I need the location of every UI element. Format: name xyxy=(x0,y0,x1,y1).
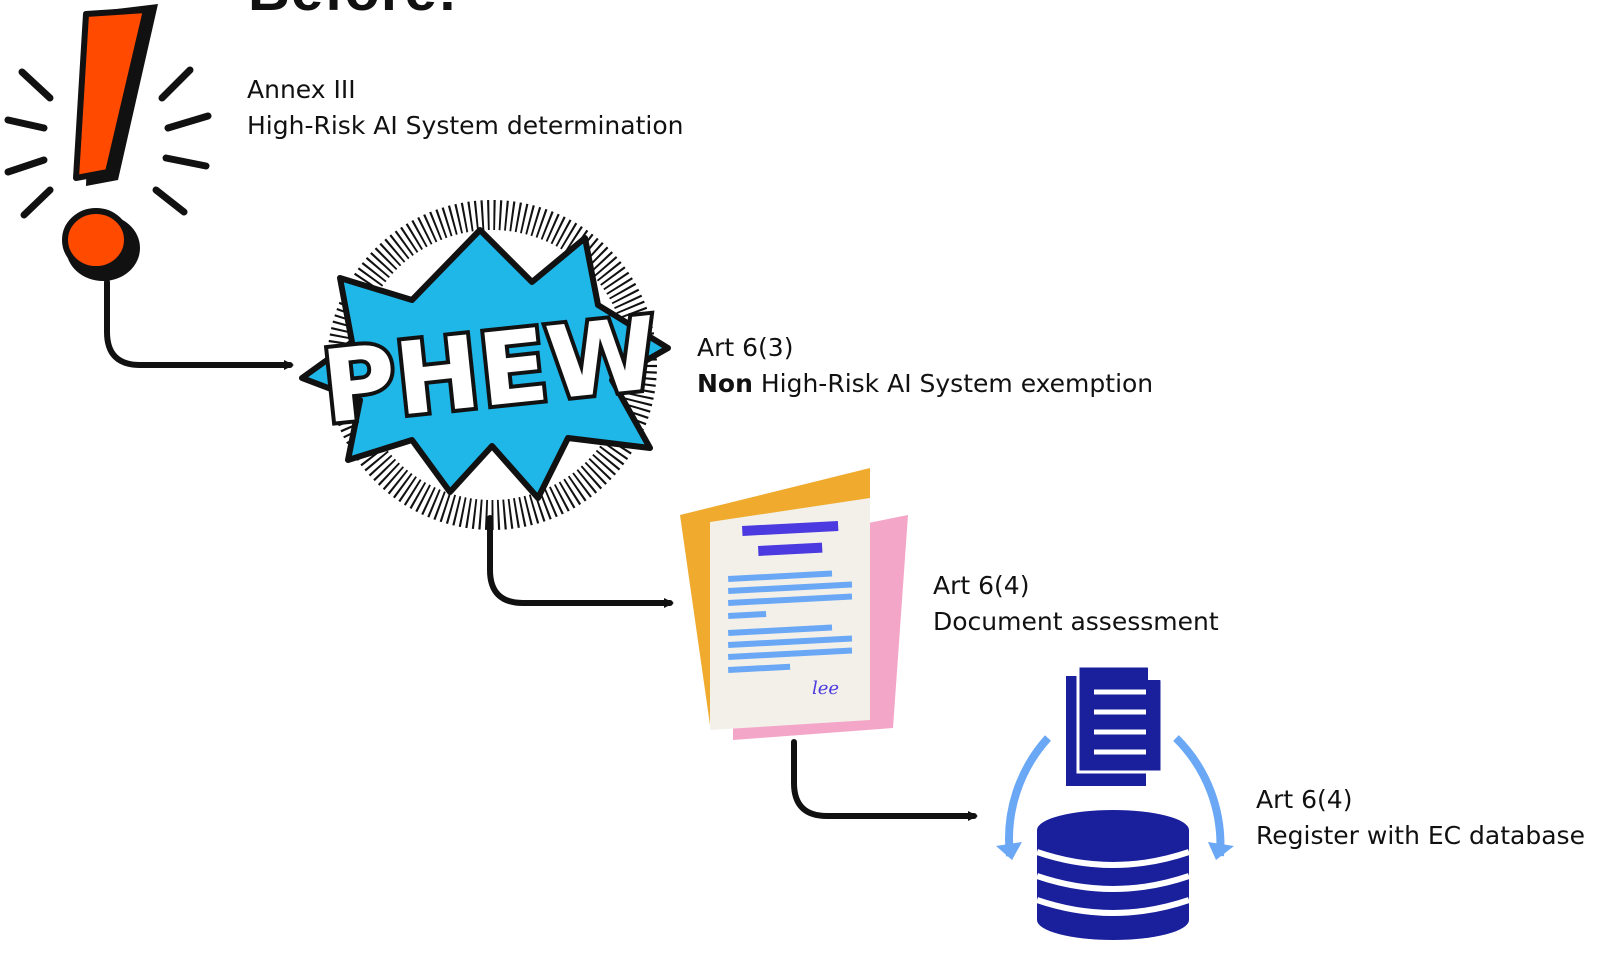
flow-connectors xyxy=(104,279,978,821)
exclamation-icon xyxy=(4,4,212,281)
connector-1-to-2 xyxy=(104,279,294,370)
document-text-lines xyxy=(727,570,853,673)
step-1-label: Annex III High-Risk AI System determinat… xyxy=(247,72,683,144)
connector-2-to-3 xyxy=(487,515,674,608)
step-3-line2: Document assessment xyxy=(933,607,1219,636)
step-4-line1: Art 6(4) xyxy=(1256,785,1353,814)
connector-3-to-4 xyxy=(791,739,978,821)
step-2-line2: Non High-Risk AI System exemption xyxy=(697,366,1153,402)
step-2-line2-rest: High-Risk AI System exemption xyxy=(752,369,1154,398)
step-3-label: Art 6(4) Document assessment xyxy=(933,568,1219,640)
step-3-line1: Art 6(4) xyxy=(933,571,1030,600)
step-2-line1: Art 6(3) xyxy=(697,333,794,362)
step-1-line1: Annex III xyxy=(247,75,356,104)
database-icon xyxy=(996,664,1234,940)
document-heading-bars xyxy=(742,520,839,556)
step-2-line2-bold: Non xyxy=(697,369,753,398)
document-icon: lee xyxy=(680,468,908,740)
step-4-line2: Register with EC database xyxy=(1256,821,1585,850)
phew-burst-icon: PHEW xyxy=(299,200,671,530)
document-signature: lee xyxy=(812,678,839,699)
step-2-label: Art 6(3) Non High-Risk AI System exempti… xyxy=(697,330,1153,402)
step-4-label: Art 6(4) Register with EC database xyxy=(1256,782,1585,854)
diagram-heading: Before: xyxy=(248,0,458,20)
step-1-line2: High-Risk AI System determination xyxy=(247,111,684,140)
